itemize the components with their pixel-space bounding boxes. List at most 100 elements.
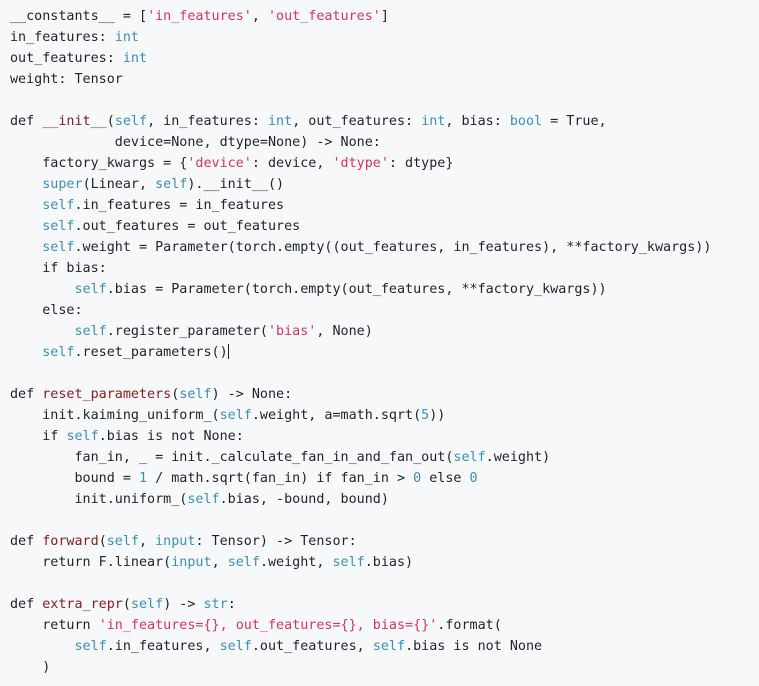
code-token: 1: [139, 471, 148, 486]
code-token: ).__init__(): [187, 177, 285, 192]
code-token: (: [98, 534, 107, 549]
code-token: 'bias': [268, 324, 317, 339]
code-line[interactable]: [10, 90, 759, 111]
code-token: factory_kwargs = {: [10, 156, 188, 171]
code-token: self: [42, 345, 75, 360]
code-token: .out_features,: [251, 639, 373, 654]
code-token: ): [10, 660, 51, 675]
code-token: .register_parameter(: [106, 324, 268, 339]
code-token: self: [74, 639, 107, 654]
code-token: .weight = Parameter(torch.empty((out_fea…: [74, 240, 712, 255]
code-token: [10, 198, 42, 213]
code-token: / math.sqrt(fan_in) if fan_in >: [147, 471, 414, 486]
code-token: else:: [10, 303, 83, 318]
code-line[interactable]: device=None, dtype=None) -> None:: [10, 132, 759, 153]
code-line[interactable]: init.uniform_(self.bias, -bound, bound): [10, 489, 759, 510]
code-token: .bias, -bound, bound): [219, 492, 389, 507]
code-token: [10, 282, 75, 297]
code-line[interactable]: init.kaiming_uniform_(self.weight, a=mat…: [10, 405, 759, 426]
code-token: self: [227, 555, 260, 570]
code-line[interactable]: def reset_parameters(self) -> None:: [10, 384, 759, 405]
code-line[interactable]: self.weight = Parameter(torch.empty((out…: [10, 237, 759, 258]
code-token: 0: [469, 471, 478, 486]
code-token: if: [10, 429, 67, 444]
code-line[interactable]: ): [10, 657, 759, 678]
code-token: [10, 639, 75, 654]
code-token: self: [372, 639, 406, 654]
code-token: self: [219, 408, 252, 423]
code-token: : device,: [251, 156, 333, 171]
code-token: self: [219, 639, 252, 654]
code-token: 'in_features={}, out_features={}, bias={…: [98, 618, 438, 633]
code-line[interactable]: if self.bias is not None:: [10, 426, 759, 447]
code-token: if bias:: [10, 261, 107, 276]
code-line[interactable]: def __init__(self, in_features: int, out…: [10, 111, 759, 132]
code-line[interactable]: else:: [10, 300, 759, 321]
code-token: .weight): [485, 450, 551, 465]
code-token: self: [187, 492, 220, 507]
code-token: , out_features:: [292, 114, 422, 129]
code-line[interactable]: __constants__ = ['in_features', 'out_fea…: [10, 6, 759, 27]
code-token: , in_features:: [147, 114, 268, 129]
code-token: bool: [509, 114, 543, 129]
code-line[interactable]: self.out_features = out_features: [10, 216, 759, 237]
code-token: out_features:: [10, 51, 123, 66]
code-token: (Linear,: [82, 177, 156, 192]
code-line[interactable]: fan_in, _ = init._calculate_fan_in_and_f…: [10, 447, 759, 468]
code-line[interactable]: weight: Tensor: [10, 69, 759, 90]
code-token: reset_parameters: [42, 387, 172, 402]
code-line[interactable]: out_features: int: [10, 48, 759, 69]
code-token: .weight,: [259, 555, 333, 570]
code-token: [10, 219, 42, 234]
code-line[interactable]: self.in_features, self.out_features, sel…: [10, 636, 759, 657]
code-line[interactable]: return 'in_features={}, out_features={},…: [10, 615, 759, 636]
code-token: .in_features = in_features: [74, 198, 285, 213]
code-line[interactable]: factory_kwargs = {'device': device, 'dty…: [10, 153, 759, 174]
code-line[interactable]: super(Linear, self).__init__(): [10, 174, 759, 195]
code-token: def: [10, 387, 43, 402]
code-token: 0: [413, 471, 422, 486]
code-token: super: [42, 177, 83, 192]
code-line[interactable]: self.reset_parameters(): [10, 342, 759, 363]
code-token: self: [74, 324, 107, 339]
code-line[interactable]: return F.linear(input, self.weight, self…: [10, 552, 759, 573]
code-line[interactable]: self.bias = Parameter(torch.empty(out_fe…: [10, 279, 759, 300]
code-line[interactable]: def extra_repr(self) -> str:: [10, 594, 759, 615]
code-token: self: [179, 387, 212, 402]
code-token: self: [453, 450, 486, 465]
code-token: forward: [42, 534, 99, 549]
code-token: , bias:: [445, 114, 510, 129]
code-token: int: [122, 51, 148, 66]
code-line[interactable]: [10, 363, 759, 384]
code-line[interactable]: [10, 510, 759, 531]
code-token: [10, 240, 42, 255]
code-token: self: [42, 198, 75, 213]
code-line[interactable]: in_features: int: [10, 27, 759, 48]
code-token: [10, 177, 42, 192]
code-token: else: [421, 471, 470, 486]
code-token: 'dtype': [332, 156, 389, 171]
code-token: input: [171, 555, 212, 570]
code-token: ,: [211, 555, 228, 570]
code-token: 'in_features': [147, 9, 252, 24]
code-token: 'out_features': [268, 9, 381, 24]
code-token: init.kaiming_uniform_(: [10, 408, 220, 423]
code-line[interactable]: [10, 573, 759, 594]
code-line[interactable]: def forward(self, input: Tensor) -> Tens…: [10, 531, 759, 552]
code-token: .in_features,: [106, 639, 220, 654]
code-token: ) -> None:: [211, 387, 293, 402]
code-token: int: [268, 114, 293, 129]
code-token: self: [66, 429, 99, 444]
code-line[interactable]: self.in_features = in_features: [10, 195, 759, 216]
code-token: (: [171, 387, 180, 402]
code-token: .reset_parameters(): [74, 345, 228, 360]
code-token: str: [203, 597, 228, 612]
code-line[interactable]: self.register_parameter('bias', None): [10, 321, 759, 342]
code-line[interactable]: if bias:: [10, 258, 759, 279]
code-token: .bias = Parameter(torch.empty(out_featur…: [106, 282, 607, 297]
code-token: : dtype}: [388, 156, 454, 171]
code-token: ) ->: [163, 597, 204, 612]
code-line[interactable]: bound = 1 / math.sqrt(fan_in) if fan_in …: [10, 468, 759, 489]
code-token: = True,: [542, 114, 607, 129]
